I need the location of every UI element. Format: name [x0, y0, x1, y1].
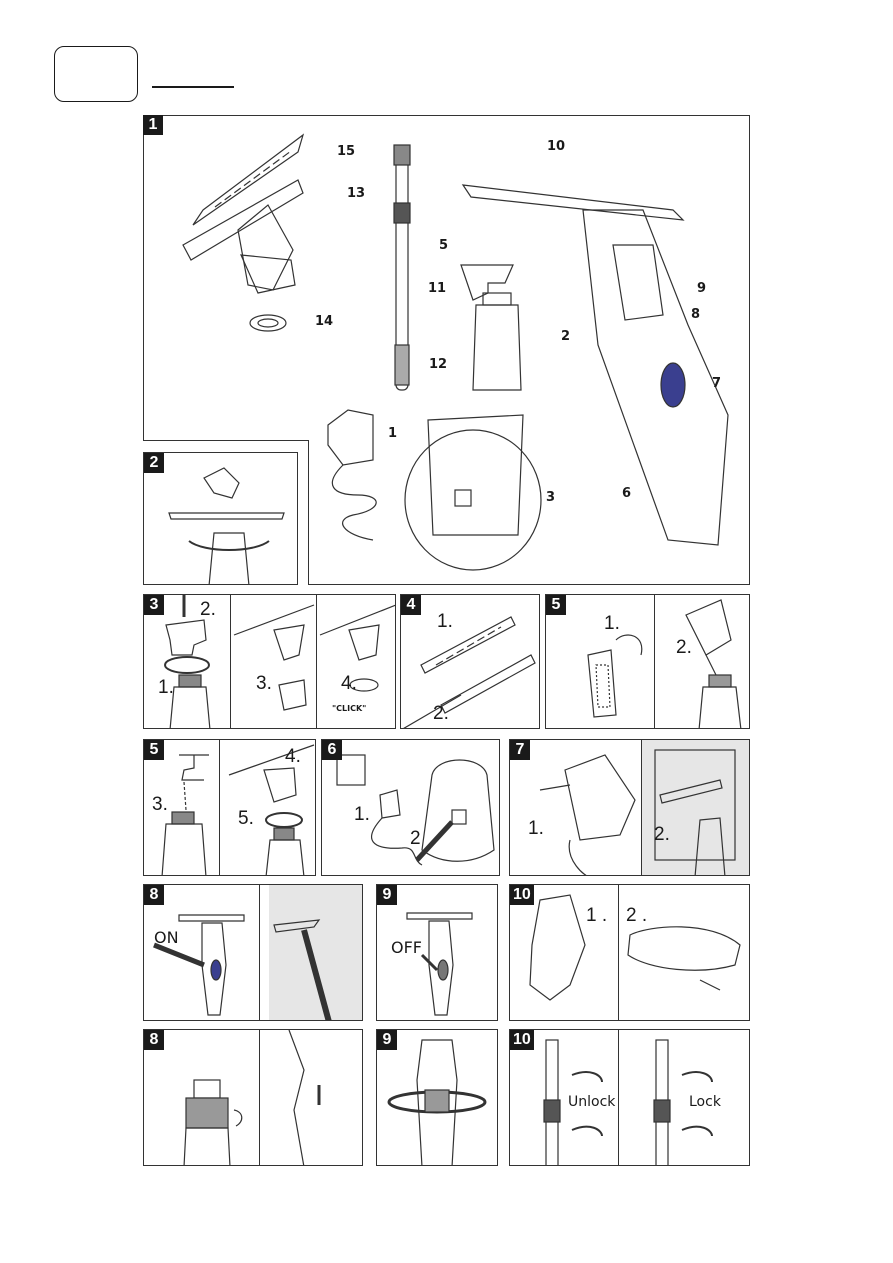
click-label: "CLICK" [332, 704, 367, 713]
language-code-box [54, 46, 138, 102]
empty-tank-illustration [529, 894, 741, 1001]
part-label-14: 14 [315, 314, 334, 329]
step-5-label: 5. [238, 808, 254, 829]
overview-panel: 1 15 13 14 5 11 12 10 9 8 2 7 1 3 6 [143, 115, 750, 585]
panel-number-badge: 5 [546, 595, 566, 615]
panel-10-empty-tank: 10 1 . 2 . [509, 884, 750, 1021]
switch-on-illustration [153, 885, 362, 1020]
switch-off-illustration [406, 912, 473, 1016]
lock-label: Lock [689, 1094, 721, 1110]
step-2-label: 2 . [626, 905, 648, 926]
charging-illustration [336, 754, 495, 866]
part-label-2: 2 [561, 329, 571, 344]
step-4-label: 4. [285, 746, 301, 767]
section-title-underline [152, 86, 234, 88]
panel-5-detergent: 5 1. 2. [545, 594, 750, 729]
panel-number-badge: 7 [510, 740, 530, 760]
on-label: ON [154, 928, 179, 947]
part-label-10: 10 [547, 139, 566, 154]
part-label-3: 3 [546, 490, 556, 505]
panel-7: 7 1. 2. [509, 739, 750, 876]
overview-illustration [143, 115, 750, 585]
step-2-label: 2. [433, 703, 449, 724]
part-label-11: 11 [428, 281, 447, 296]
part-label-13: 13 [347, 186, 366, 201]
panel-number-badge: 9 [377, 1030, 397, 1050]
step-3-label: 3. [256, 673, 272, 694]
panel-number-badge: 6 [322, 740, 342, 760]
panel-8-switch-on: 8 ON [143, 884, 363, 1021]
step-1-label: 1. [354, 804, 370, 825]
step-1-label: 1. [437, 611, 453, 632]
part-label-5: 5 [439, 238, 449, 253]
step-1-label: 1. [528, 818, 544, 839]
part-label-6: 6 [622, 486, 632, 501]
part-label-15: 15 [337, 144, 356, 159]
part-label-8: 8 [691, 307, 701, 322]
attach-blade-illustration [168, 467, 285, 584]
unscrew-illustration [387, 1039, 487, 1165]
panel-number-badge: 5 [144, 740, 164, 760]
panel-number-badge: 4 [401, 595, 421, 615]
panel-number-badge: 3 [144, 595, 164, 615]
step-2-label: 2. [676, 637, 692, 658]
panel-number-badge: 8 [144, 885, 164, 905]
panel-9-unscrew: 9 [376, 1029, 498, 1166]
step-2-label: 2. [200, 599, 216, 620]
panel-9-switch-off: 9 OFF [376, 884, 498, 1021]
panel-10-lock-unlock: 10 Unlock Lock [509, 1029, 750, 1166]
spray-window-illustration [539, 740, 749, 875]
panel-5-fill-water: 5 3. 4. 5. [143, 739, 316, 876]
remove-head-illustration [183, 1030, 321, 1165]
panel-number-badge: 2 [144, 453, 164, 473]
panel-8-remove-head: 8 [143, 1029, 363, 1166]
lock-unlock-illustration [543, 1039, 713, 1165]
step-1-label: 1. [158, 677, 174, 698]
off-label: OFF [391, 938, 422, 957]
part-label-9: 9 [697, 281, 707, 296]
step-1-label: 1 . [586, 905, 608, 926]
part-label-7: 7 [712, 376, 722, 391]
replace-blade-illustration [403, 616, 536, 728]
panel-3: 3 2. 1. 3. 4. "CLICK" [143, 594, 396, 729]
panel-number-badge: 1 [143, 115, 163, 135]
step-1-label: 1. [604, 613, 620, 634]
step-4-label: 4. [341, 673, 357, 694]
part-label-1: 1 [388, 426, 398, 441]
part-label-12: 12 [429, 357, 448, 372]
detergent-sachet-illustration [587, 599, 742, 728]
panel-number-badge: 10 [510, 885, 534, 905]
step-3-label: 3. [152, 794, 168, 815]
panel-number-badge: 8 [144, 1030, 164, 1050]
panel-number-badge: 9 [377, 885, 397, 905]
panel-6: 6 1. 2 [321, 739, 500, 876]
panel-number-badge: 10 [510, 1030, 534, 1050]
fill-water-illustration [161, 744, 315, 875]
step-2-label: 2 [410, 828, 421, 849]
panel-4: 4 1. 2. [400, 594, 540, 729]
unlock-label: Unlock [568, 1094, 616, 1110]
attach-spray-head-illustration [164, 595, 395, 728]
panel-2: 2 [143, 452, 298, 585]
step-2-label: 2. [654, 824, 670, 845]
